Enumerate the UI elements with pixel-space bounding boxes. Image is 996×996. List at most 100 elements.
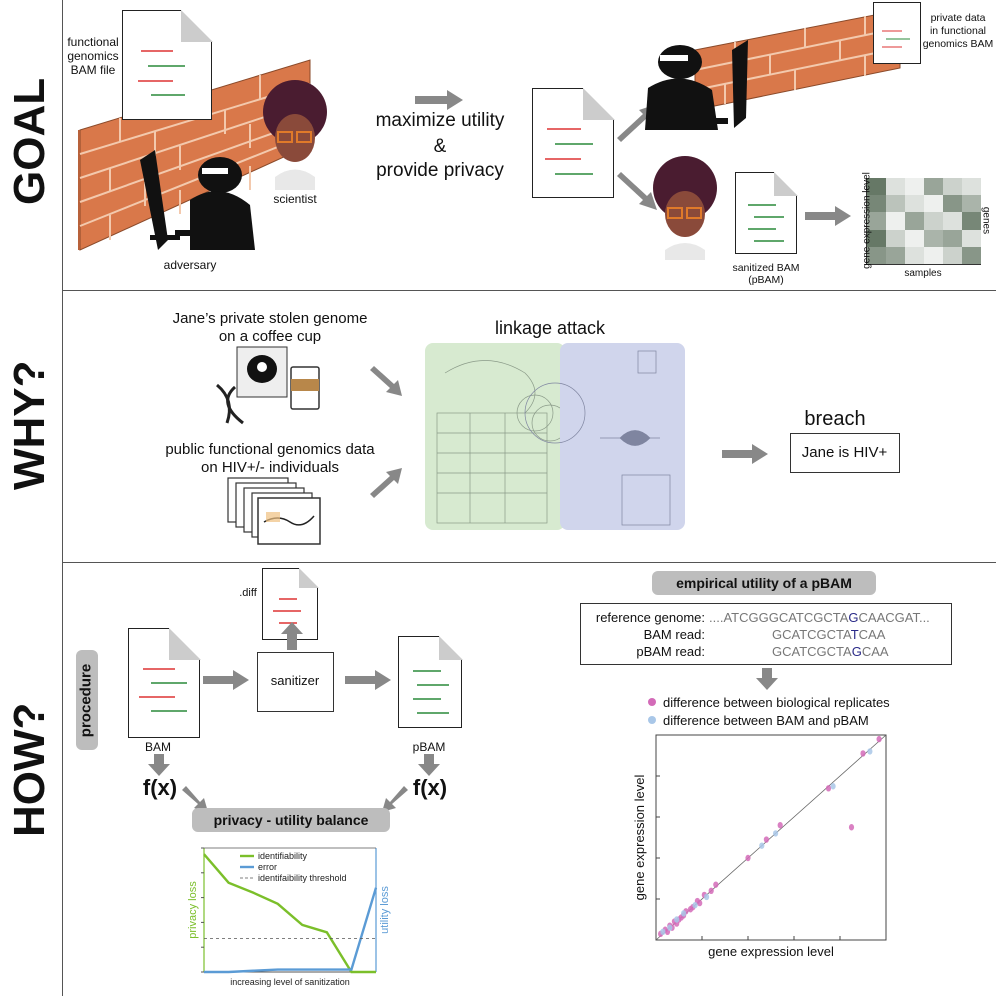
- series-line-1: [204, 887, 378, 974]
- breach-text: Jane is HIV+: [801, 444, 888, 461]
- legend-label-2: identifaibility threshold: [258, 873, 347, 883]
- sanitized-bam-doc: [735, 171, 798, 254]
- ref-genome-seq: ....ATCGGGCATCGCTAGCAACGAT...: [709, 610, 930, 625]
- heatmap-cell: [905, 178, 924, 196]
- heatmap-cell: [943, 178, 962, 196]
- heatmap-cell: [962, 246, 981, 264]
- why-arrow-breach: [722, 444, 768, 464]
- heatmap-cell: [867, 212, 886, 230]
- alignment-box: reference genome: ....ATCGGGCATCGCTAGCAA…: [580, 603, 952, 665]
- scatter-point-replicates: [848, 824, 855, 831]
- pbam-seq-post: CAA: [861, 644, 889, 659]
- scatter-point-replicates: [876, 735, 882, 743]
- heatmap-cell: [886, 212, 905, 230]
- arrow-bam-fx: [148, 754, 170, 776]
- scatter-point-bam-pbam: [667, 924, 673, 931]
- sanitizer-arrow-up: [281, 622, 303, 650]
- linkage-attack-title: linkage attack: [494, 318, 606, 338]
- heatmap-cell: [905, 246, 924, 264]
- y-axis-label-right: utility loss: [379, 886, 391, 934]
- y-axis-label: gene expression level: [632, 775, 647, 901]
- row-divider-1: [62, 290, 996, 291]
- heatmap-cell: [924, 229, 943, 247]
- scientist-avatar-2: [653, 156, 717, 260]
- goal-maximize-utility: maximize utility: [375, 110, 505, 131]
- row-label-why: WHY?: [5, 360, 54, 490]
- heatmap-cell: [962, 178, 981, 196]
- bam-label: BAM: [144, 740, 171, 754]
- arrow-fx-balance-left: [182, 786, 208, 812]
- scatter-point-bam-pbam: [660, 928, 666, 935]
- private-data-label: private data in functional genomics BAM: [922, 12, 994, 50]
- bam-seq-variant: T: [850, 627, 859, 642]
- bam-file-doc: [122, 9, 213, 120]
- breach-box: Jane is HIV+: [790, 433, 900, 473]
- bam-seq-pre: GCATCGCTA: [772, 627, 851, 642]
- legend-label-1: error: [258, 862, 277, 872]
- legend-bam-pbam-marker: [648, 716, 656, 724]
- y-axis-label-left: privacy loss: [187, 881, 199, 939]
- arrow-fx-balance-right: [382, 786, 408, 812]
- bam-seq-post: CAA: [858, 627, 886, 642]
- scatter-point-bam-pbam: [681, 910, 687, 917]
- legend-replicates-label: difference between biological replicates: [663, 695, 890, 710]
- scatter-point-bam-pbam: [773, 830, 779, 837]
- pbam-read-seq: GCATCGCTAGCAA: [772, 644, 889, 659]
- heatmap-cell: [943, 212, 962, 230]
- goal-center-doc: [532, 87, 615, 198]
- heatmap-cell: [886, 178, 905, 196]
- legend-label-0: identifiability: [258, 851, 308, 861]
- private-data-doc: [873, 2, 921, 64]
- public-data-line1: public functional genomics data: [165, 441, 375, 458]
- heatmap-cell: [924, 246, 943, 264]
- row-label-divider: [62, 0, 63, 996]
- arrow-sanitizer-pbam: [345, 670, 391, 690]
- series-line-0: [203, 853, 376, 974]
- adversary-figure: [140, 150, 255, 250]
- scatter-point-bam-pbam: [759, 842, 765, 849]
- heatmap-cell: [867, 195, 886, 213]
- ref-seq-post: CAACGAT...: [858, 610, 930, 625]
- procedure-label: procedure: [77, 663, 95, 738]
- pbam-label: pBAM: [412, 740, 446, 754]
- heatmap-cell: [905, 195, 924, 213]
- heatmap-cell: [905, 229, 924, 247]
- x-axis-label: increasing level of sanitization: [230, 977, 350, 987]
- goal-arrow-heatmap: [805, 206, 851, 226]
- linkage-panel-left: [425, 343, 569, 530]
- public-data-line2: on HIV+/- individuals: [201, 459, 339, 476]
- heatmap-cell: [867, 229, 886, 247]
- ref-seq-variant: G: [848, 610, 859, 625]
- pbam-seq-variant: G: [851, 644, 862, 659]
- heatmap-cell: [962, 229, 981, 247]
- public-data-stack-icon: [227, 477, 321, 545]
- heatmap-cell: [924, 195, 943, 213]
- heatmap-genes-label: genes: [980, 206, 992, 235]
- heatmap-xlabel: samples: [904, 268, 942, 279]
- row-label-how: HOW?: [5, 702, 54, 837]
- bam-doc: [128, 627, 201, 738]
- arrow-alignment-scatter: [756, 668, 778, 690]
- heatmap-cell: [943, 246, 962, 264]
- arrow-bam-sanitizer: [203, 670, 249, 690]
- scatter-point-replicates: [708, 887, 714, 894]
- heatmap-cell: [867, 246, 886, 264]
- stolen-genome-line2: on a coffee cup: [218, 328, 322, 345]
- coffee-cup-hacker-icon: [216, 346, 320, 425]
- goal-ampersand: &: [433, 136, 447, 157]
- legend-bam-pbam-label: difference between BAM and pBAM: [663, 713, 869, 728]
- heatmap-cell: [905, 212, 924, 230]
- adversary-label: adversary: [163, 258, 217, 272]
- sanitizer-box: sanitizer: [257, 652, 334, 712]
- goal-arrow-right: [415, 90, 463, 110]
- procedure-pill: procedure: [76, 650, 98, 750]
- scatter-point-replicates: [777, 822, 783, 829]
- row-divider-2: [62, 562, 996, 563]
- fx-right: f(x): [412, 775, 448, 800]
- ref-genome-label: reference genome:: [595, 610, 705, 625]
- heatmap-cell: [924, 178, 943, 196]
- heatmap-cell: [962, 212, 981, 230]
- goal-provide-privacy: provide privacy: [376, 160, 504, 181]
